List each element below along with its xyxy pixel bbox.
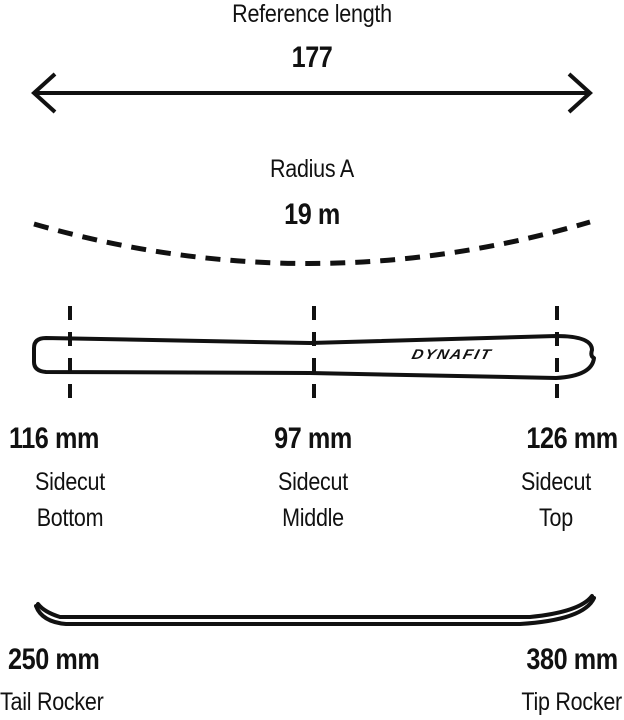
sidecut-top-label-2: Top	[539, 504, 573, 532]
reference-length-label: Reference length	[232, 0, 392, 28]
tip-rocker-label: Tip Rocker	[521, 688, 622, 716]
double-arrow-icon	[31, 72, 593, 114]
radius-value: 19 m	[284, 198, 340, 231]
sidecut-bottom-label-1: Sidecut	[35, 468, 105, 496]
sidecut-middle-label-1: Sidecut	[278, 468, 348, 496]
sidecut-bottom-label-2: Bottom	[36, 504, 104, 532]
reference-length-value: 177	[291, 41, 333, 74]
sidecut-bottom-value: 116 mm	[9, 422, 99, 455]
tail-rocker-value: 250 mm	[8, 643, 100, 676]
radius-label: Radius A	[269, 155, 354, 183]
tail-rocker-label: Tail Rocker	[0, 688, 104, 716]
radius-arc-icon	[33, 219, 591, 266]
sidecut-middle-label-2: Middle	[282, 504, 344, 532]
sidecut-top-label-1: Sidecut	[521, 468, 591, 496]
ski-outline	[32, 334, 596, 380]
tip-rocker-value: 380 mm	[526, 643, 619, 676]
ski-top-view	[32, 306, 596, 408]
sidecut-top-value: 126 mm	[526, 422, 619, 455]
sidecut-middle-value: 97 mm	[274, 422, 352, 455]
